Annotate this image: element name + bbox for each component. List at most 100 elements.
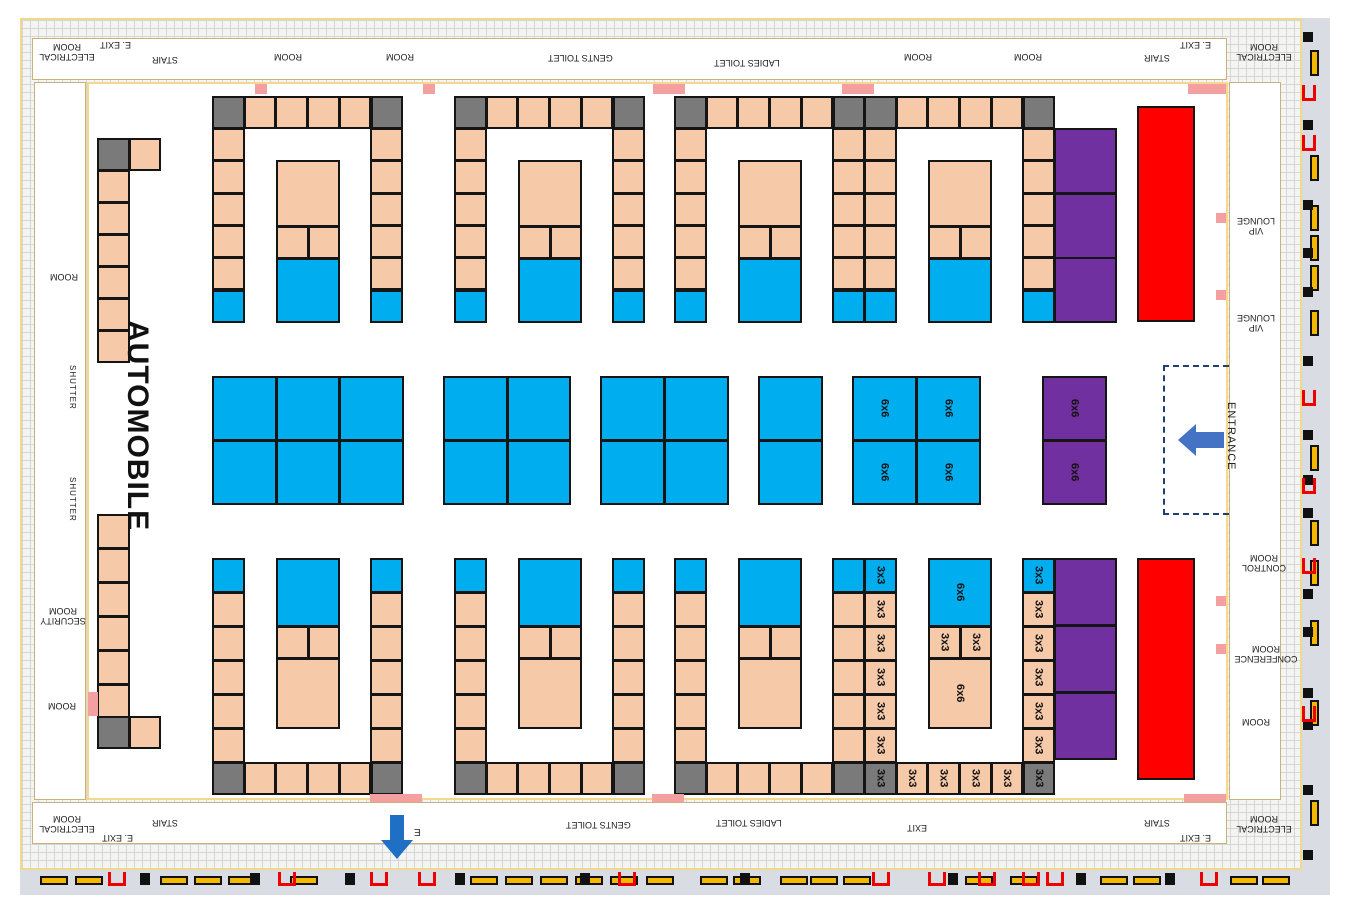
booth: [454, 289, 487, 323]
bench-icon: [1310, 50, 1319, 76]
booth: [738, 658, 802, 729]
booth-size-label: 3x3: [1032, 769, 1045, 788]
booth: [129, 716, 161, 749]
booth: [1022, 289, 1055, 323]
bin-icon: [740, 873, 750, 885]
booth: [738, 226, 771, 259]
booth: [738, 258, 802, 323]
booth: [454, 626, 487, 661]
booth: [518, 160, 582, 227]
booth: [549, 96, 582, 129]
seating-icon: [1302, 706, 1316, 722]
booth: [674, 592, 707, 627]
door-marker: [1216, 596, 1226, 606]
room-label: SHUTTER: [68, 477, 77, 522]
right-wing: [1229, 82, 1281, 800]
booth: [737, 762, 771, 795]
door-marker: [370, 794, 422, 802]
zone-label-automobile: AUTOMOBILE: [121, 320, 154, 532]
stage-area: [1137, 106, 1195, 322]
booth: [832, 660, 865, 695]
booth-size-label: 3x3: [874, 736, 887, 755]
room-label: STAIR: [152, 818, 178, 828]
bench-icon: [505, 876, 533, 885]
special-booth: [1054, 257, 1117, 324]
booth: [1022, 128, 1055, 162]
bin-icon: [1303, 120, 1313, 130]
booth: [212, 289, 245, 323]
booth: [864, 224, 897, 259]
island-booth: [443, 440, 508, 505]
island-booth: 6x6: [1042, 376, 1107, 441]
booth: [212, 762, 245, 795]
bench-icon: [540, 876, 568, 885]
bin-icon: [1303, 430, 1313, 440]
booth: [212, 224, 245, 259]
booth-size-label: 6x6: [942, 399, 955, 418]
entrance-label: ENTRANCE: [1225, 402, 1237, 471]
booth: [276, 160, 340, 227]
booth: [307, 96, 340, 129]
booth: [370, 762, 404, 795]
booth: [800, 762, 834, 795]
booth: [612, 660, 645, 695]
bin-icon: [948, 873, 958, 885]
booth-size-label: 6x6: [954, 583, 966, 602]
island-booth: [506, 440, 571, 505]
room-label: LADIES TOILET: [714, 58, 780, 68]
booth: [454, 257, 487, 291]
bin-icon: [345, 873, 355, 885]
booth: 3x3: [864, 592, 897, 627]
booth: [517, 762, 551, 795]
booth: [97, 138, 130, 171]
booth: [97, 684, 130, 719]
booth: 3x3: [959, 762, 992, 795]
booth-size-label: 3x3: [874, 702, 887, 721]
booth: [674, 626, 707, 661]
room-label: E. EXIT: [102, 833, 134, 843]
island-booth: 6x6: [916, 376, 981, 441]
bench-icon: [843, 876, 871, 885]
booth-size-label: 3x3: [938, 633, 951, 652]
booth: [705, 762, 739, 795]
room-label: ELECTRICAL ROOM: [39, 814, 95, 834]
booth: 3x3: [864, 728, 897, 763]
booth: [864, 289, 897, 323]
booth: [97, 548, 130, 583]
special-booth: [1054, 128, 1117, 194]
booth-size-label: 3x3: [874, 566, 887, 585]
booth: [549, 762, 582, 795]
booth-size-label: 3x3: [1032, 736, 1045, 755]
booth: 3x3: [1022, 694, 1055, 729]
booth: [454, 762, 487, 795]
booth: [454, 728, 487, 763]
booth: [97, 266, 130, 299]
exit-arrow-icon: [381, 815, 413, 859]
bin-icon: [1303, 248, 1313, 258]
booth: 3x3: [928, 626, 961, 659]
booth: [674, 289, 707, 323]
booth: [769, 96, 802, 129]
room-label: ROOM: [1242, 717, 1270, 727]
seating-icon: [418, 872, 436, 886]
booth: [832, 592, 865, 627]
booth: [674, 762, 707, 795]
booth: [212, 694, 245, 729]
seating-icon: [278, 872, 296, 886]
bin-icon: [1303, 627, 1313, 637]
room-label: E. EXIT: [1180, 40, 1212, 50]
island-booth: [275, 376, 340, 441]
bin-icon: [1303, 508, 1313, 518]
room-label: GENTS TOILET: [548, 53, 613, 63]
seating-icon: [108, 872, 126, 886]
booth: 3x3: [864, 762, 897, 795]
bench-icon: [160, 876, 188, 885]
booth: [928, 226, 961, 259]
room-label: EXIT: [907, 823, 928, 833]
booth: 3x3: [1022, 728, 1055, 763]
bin-icon: [1165, 873, 1175, 885]
booth: [612, 257, 645, 291]
booth: [612, 626, 645, 661]
booth: [612, 160, 645, 194]
island-booth: [443, 376, 508, 441]
